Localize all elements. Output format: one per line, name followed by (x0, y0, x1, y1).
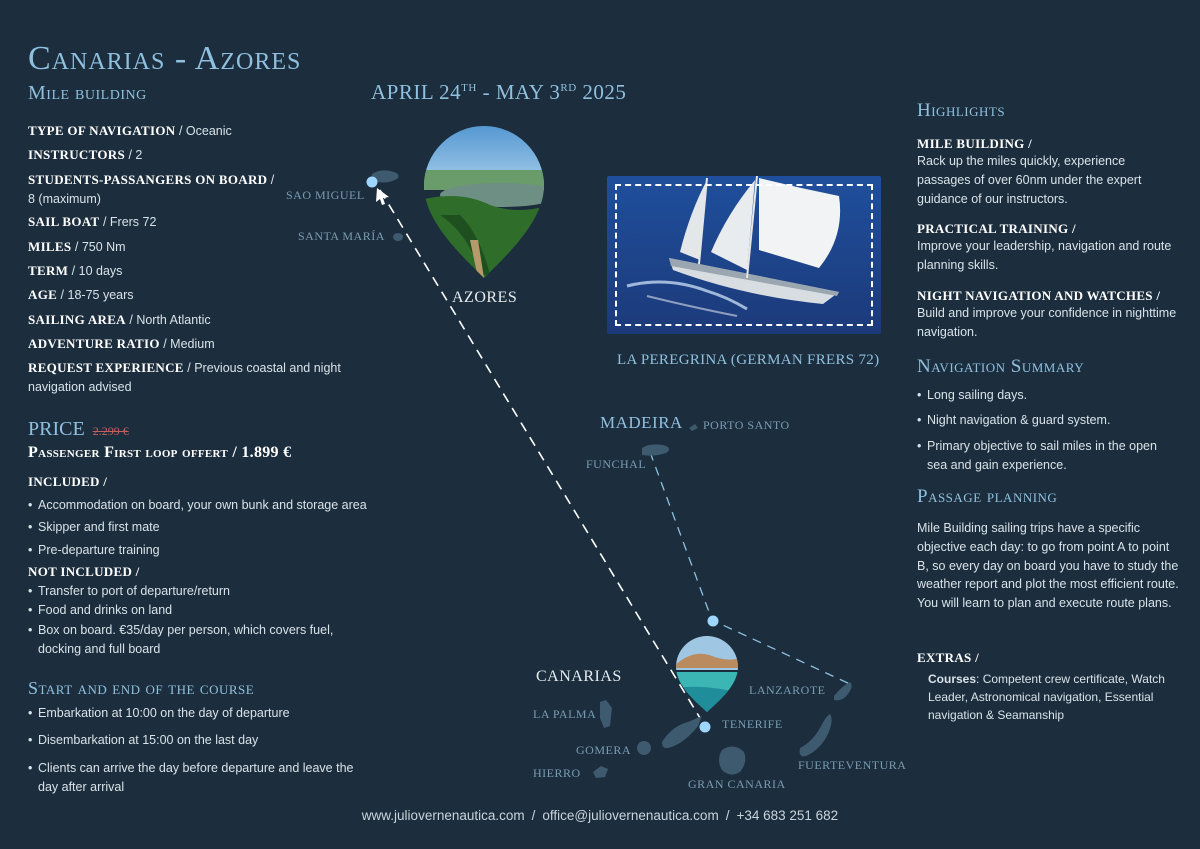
label-la-palma: LA PALMA (533, 707, 597, 721)
highlight-night-navigation: NIGHT NAVIGATION AND WATCHES / Build and… (917, 288, 1177, 339)
offer-price: Passenger First loop offert / 1.899 € (28, 444, 292, 461)
spec-sailing-area: SAILING AREA / North Atlantic (28, 311, 211, 327)
spec-request-experience: REQUEST EXPERIENCE / Previous coastal an… (28, 360, 341, 395)
label-madeira: MADEIRA (600, 413, 683, 432)
highlights-heading: Highlights (917, 100, 1006, 121)
list-item: Primary objective to sail miles in the o… (917, 437, 1179, 476)
label-santa-maria: SANTA MARÍA (298, 229, 385, 243)
boat-caption: LA PEREGRINA (GERMAN FRERS 72) (617, 352, 880, 368)
label-sao-miguel: SAO MIGUEL (286, 188, 365, 202)
spec-term: TERM / 10 days (28, 262, 123, 278)
waypoint-sao-miguel (366, 176, 378, 188)
list-item: Long sailing days. (917, 386, 1179, 406)
list-item: Clients can arrive the day before depart… (28, 759, 368, 798)
label-gomera: GOMERA (576, 743, 632, 757)
label-funchal: FUNCHAL (586, 457, 647, 471)
island-gran-canaria (719, 746, 746, 775)
label-canarias: CANARIAS (536, 668, 622, 685)
list-item: Skipper and first mate (28, 518, 378, 538)
not-included-section: NOT INCLUDED / Transfer to port of depar… (28, 564, 348, 660)
list-item: Food and drinks on land (28, 601, 348, 621)
footer-contact: www.juliovernenautica.com/office@juliove… (361, 808, 839, 823)
list-item: Disembarkation at 15:00 on the last day (28, 731, 368, 751)
island-gomera (637, 741, 651, 755)
list-item: Embarkation at 10:00 on the day of depar… (28, 704, 368, 724)
nav-summary-heading: Navigation Summary (917, 356, 1085, 377)
island-porto-santo (689, 424, 698, 431)
highlight-practical-training: PRACTICAL TRAINING / Improve your leader… (917, 221, 1172, 272)
label-lanzarote: LANZAROTE (749, 683, 826, 697)
label-porto-santo: PORTO SANTO (703, 418, 790, 432)
old-price: 2.299 € (92, 424, 129, 438)
route-line-madeira (649, 451, 853, 686)
spec-sail-boat: SAIL BOAT / Frers 72 (28, 214, 157, 230)
spec-type-of-navigation: TYPE OF NAVIGATION / Oceanic (28, 123, 232, 138)
list-item: Transfer to port of departure/return (28, 582, 348, 602)
spec-adventure-ratio: ADVENTURE RATIO / Medium (28, 335, 215, 351)
sailboat-illustration (607, 176, 881, 334)
list-item: Accommodation on board, your own bunk an… (28, 496, 378, 516)
highlight-mile-building: MILE BUILDING / Rack up the miles quickl… (917, 136, 1142, 206)
website-link[interactable]: www.juliovernenautica.com (361, 808, 525, 823)
waypoint-madeira-route (707, 615, 719, 627)
extras-section: EXTRAS / Courses: Competent crew certifi… (917, 650, 1179, 724)
list-item: Night navigation & guard system. (917, 411, 1179, 431)
page-subtitle: Mile building (28, 82, 147, 104)
label-tenerife: TENERIFE (722, 717, 783, 731)
extras-courses: Courses: Competent crew certificate, Wat… (928, 672, 1165, 722)
included-label: INCLUDED / (28, 474, 108, 489)
nav-summary-list: Long sailing days. Night navigation & gu… (917, 386, 1179, 476)
photo-dashed-border (615, 184, 873, 326)
island-la-palma (600, 700, 612, 728)
label-gran-canaria: GRAN CANARIA (688, 777, 786, 791)
trip-dates: APRIL 24TH - MAY 3RD 2025 (371, 80, 627, 104)
azores-photo (424, 126, 544, 278)
label-hierro: HIERRO (533, 766, 581, 780)
trip-specs: TYPE OF NAVIGATION / Oceanic INSTRUCTORS… (28, 122, 358, 402)
spec-miles: MILES / 750 Nm (28, 238, 126, 254)
start-end-list: Embarkation at 10:00 on the day of depar… (28, 704, 368, 803)
list-item: Pre-departure training (28, 541, 378, 561)
waypoint-tenerife (699, 721, 711, 733)
not-included-label: NOT INCLUDED / (28, 564, 140, 579)
route-line-azores-canarias (379, 189, 701, 719)
boat-photo (607, 176, 881, 334)
not-included-list: Transfer to port of departure/return Foo… (28, 582, 348, 660)
label-azores: AZORES (452, 289, 518, 306)
arrow-icon (376, 188, 389, 205)
island-sao-miguel (371, 170, 399, 183)
island-fuerteventura (799, 714, 832, 757)
island-tenerife (662, 716, 702, 749)
island-santa-maria (393, 233, 403, 241)
email-link[interactable]: office@juliovernenautica.com (542, 808, 719, 823)
passage-planning-text: Mile Building sailing trips have a speci… (917, 521, 1179, 610)
extras-label: EXTRAS / (917, 650, 979, 665)
included-section: INCLUDED / Accommodation on board, your … (28, 474, 378, 561)
label-fuerteventura: FUERTEVENTURA (798, 758, 907, 772)
passage-planning-heading: Passage planning (917, 486, 1058, 507)
spec-students: STUDENTS-PASSANGERS ON BOARD / 8 (maximu… (28, 171, 275, 206)
canarias-photo (676, 636, 738, 712)
phone-number: +34 683 251 682 (736, 808, 839, 823)
start-end-heading: Start and end of the course (28, 678, 255, 698)
island-hierro (593, 766, 608, 778)
page-title: Canarias - Azores (28, 40, 302, 77)
included-list: Accommodation on board, your own bunk an… (28, 496, 378, 561)
list-item: Box on board. €35/day per person, which … (28, 621, 348, 660)
island-lanzarote (834, 682, 852, 701)
spec-age: AGE / 18-75 years (28, 287, 134, 303)
spec-instructors: INSTRUCTORS / 2 (28, 147, 143, 163)
island-madeira (642, 444, 669, 456)
